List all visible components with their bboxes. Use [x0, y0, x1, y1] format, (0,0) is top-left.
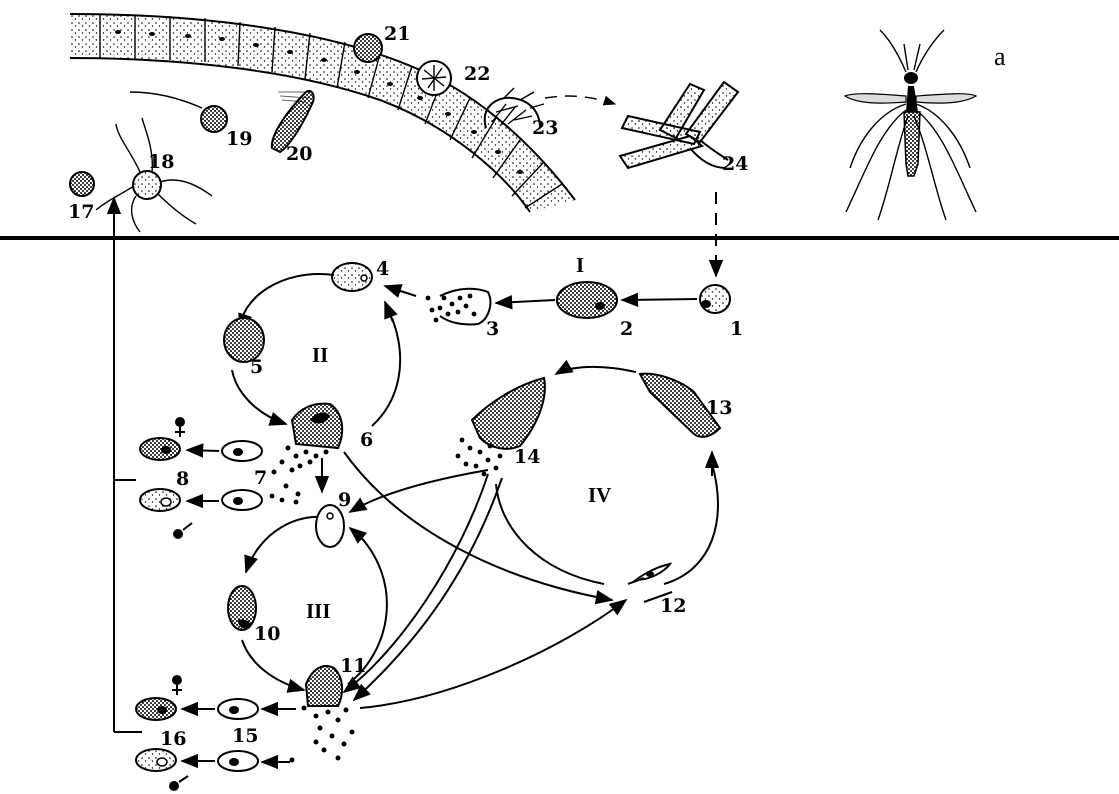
label-20: 20 — [286, 143, 312, 165]
label-10: 10 — [254, 623, 280, 645]
label-18: 18 — [148, 151, 174, 173]
label-7: 7 — [254, 467, 267, 489]
gut-epithelium — [70, 14, 738, 232]
liver-schizont — [557, 282, 617, 318]
label-3: 3 — [486, 318, 499, 340]
erythrocytic-cycle — [224, 263, 416, 497]
label-13: 13 — [706, 397, 732, 419]
label-15: 15 — [232, 725, 258, 747]
ring-stage — [316, 505, 344, 547]
exoerythrocytic-cycle — [426, 282, 730, 325]
cycle-label-I: I — [576, 253, 584, 277]
label-21: 21 — [384, 23, 410, 45]
label-11: 11 — [340, 655, 366, 677]
label-14: 14 — [514, 446, 540, 468]
gametocytes-upper — [140, 417, 298, 539]
salivary-gland — [620, 82, 738, 168]
cycle-label-II: II — [312, 343, 328, 367]
label-4: 4 — [376, 258, 389, 280]
label-23: 23 — [532, 117, 558, 139]
oocyst-young — [354, 34, 382, 62]
sporozoite-hepatocyte — [700, 285, 730, 313]
label-6: 6 — [360, 429, 373, 451]
zygote — [201, 106, 227, 132]
merozoite-release — [292, 404, 342, 448]
label-1: 1 — [730, 318, 743, 340]
label-24: 24 — [722, 153, 748, 175]
label-8: 8 — [176, 468, 189, 490]
tissue-cycle — [344, 367, 720, 708]
panel-label: a — [994, 42, 1006, 71]
mosquito-illustration: a — [845, 30, 1006, 220]
label-12: 12 — [660, 595, 686, 617]
tissue-merozoites — [472, 378, 545, 449]
cycle-label-IV: IV — [588, 483, 611, 507]
label-2: 2 — [620, 318, 633, 340]
label-5: 5 — [250, 356, 263, 378]
merozoite-release-secondary — [306, 666, 342, 706]
macrogamete — [70, 172, 94, 196]
label-22: 22 — [464, 63, 490, 85]
label-17: 17 — [68, 201, 94, 223]
exflagellating-microgametocyte — [133, 171, 161, 199]
label-16: 16 — [160, 728, 186, 750]
arrow-oocyst-to-gland — [545, 96, 615, 104]
label-9: 9 — [338, 489, 351, 511]
erythrocytic-cycle-secondary — [228, 505, 387, 763]
label-19: 19 — [226, 128, 252, 150]
hypnozoite — [636, 564, 670, 580]
cycle-label-III: III — [306, 599, 331, 623]
